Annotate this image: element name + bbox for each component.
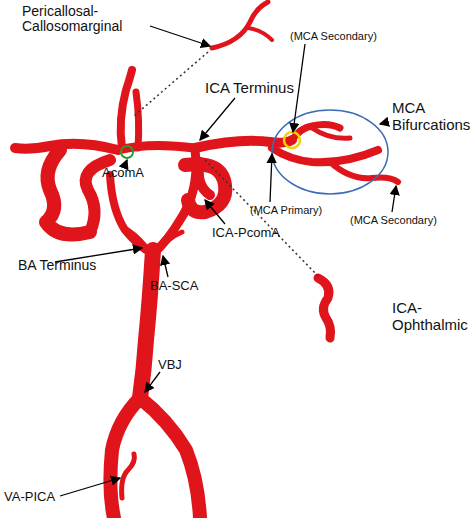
anatomy-label: Pericallosal- Callosomarginal — [22, 4, 142, 35]
anatomy-label: MCA Bifurcations — [392, 100, 472, 133]
anatomy-label: ICA- Ophthalmic — [392, 300, 470, 333]
anatomy-label: (MCA Primary) — [250, 204, 340, 216]
yellow-marker — [284, 132, 300, 148]
anatomy-label: (MCA Secondary) — [290, 30, 400, 42]
vessels — [15, 2, 398, 518]
bifurcation-ellipse — [272, 110, 388, 194]
anatomy-label: BA Terminus — [18, 258, 118, 273]
anatomy-label: ICA-PcomA — [212, 226, 302, 240]
anatomy-label: (MCA Secondary) — [350, 214, 460, 226]
anatomy-label: BA-SCA — [150, 279, 220, 293]
green-marker — [121, 146, 133, 158]
anatomy-label: AcomA — [102, 166, 162, 180]
anatomy-label: ICA Terminus — [205, 80, 325, 97]
anatomy-label: VA-PICA — [4, 490, 74, 504]
anatomy-label: VBJ — [158, 358, 208, 372]
leader-arrows — [55, 26, 396, 496]
